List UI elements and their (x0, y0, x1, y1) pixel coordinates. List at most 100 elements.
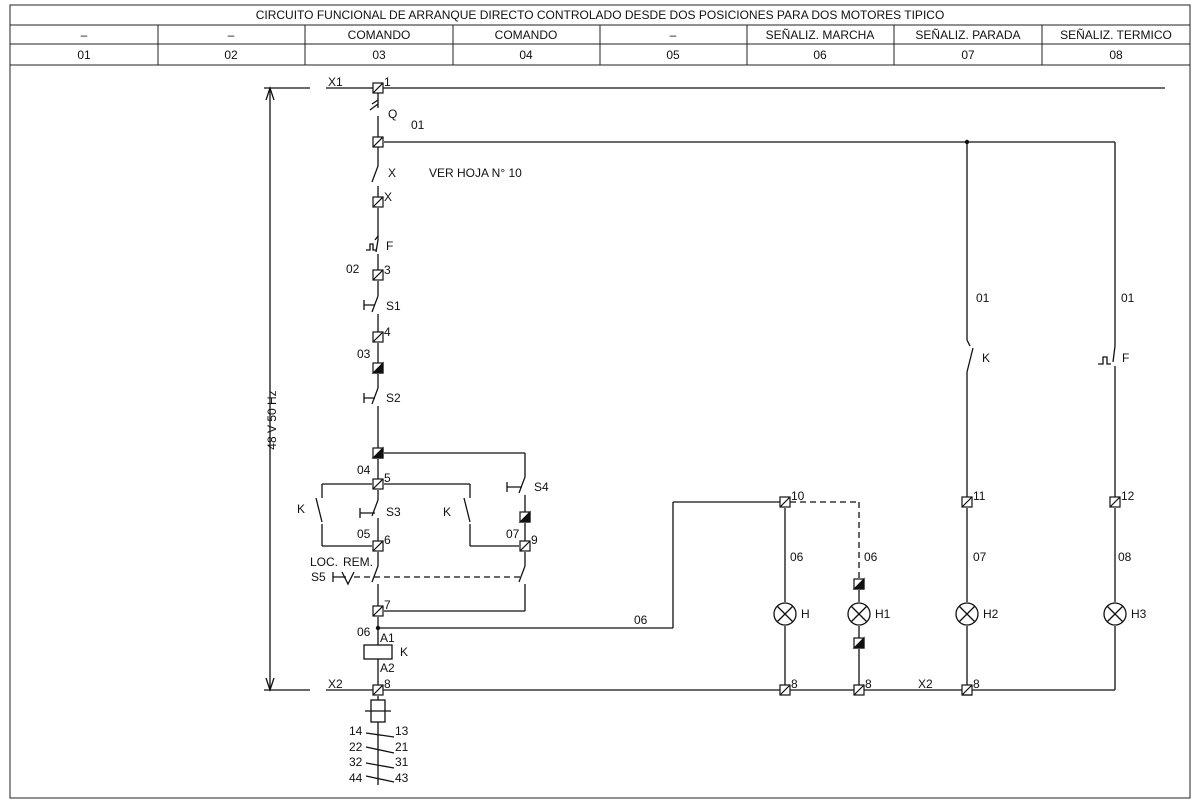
wire-number: 03 (357, 347, 371, 361)
terminal-icon (779, 496, 791, 508)
connector-icon (852, 577, 865, 590)
column-number: 02 (224, 48, 238, 62)
coil-terminal: A2 (380, 661, 395, 675)
selector-label: REM. (343, 555, 373, 569)
contact-number: 21 (395, 740, 409, 754)
wire-number: 05 (357, 527, 371, 541)
lamp-label: H (801, 607, 810, 621)
terminal-blocks (372, 82, 1121, 696)
bus-label: X1 (328, 75, 343, 89)
connector-blocks (371, 361, 865, 649)
lamp-h2-icon (955, 602, 979, 626)
terminal-number: 8 (791, 677, 798, 691)
terminal-icon (961, 684, 973, 696)
terminal-number: 3 (384, 263, 391, 277)
component-label: K (443, 505, 451, 519)
terminal-icon (853, 684, 865, 696)
wire-number: 06 (790, 550, 804, 564)
wire-number: 08 (1118, 550, 1132, 564)
column-number: 06 (813, 48, 827, 62)
terminal-icon (961, 496, 973, 508)
terminal-icon (1109, 496, 1121, 508)
drawing-frame (9, 64, 1191, 799)
component-label: S1 (386, 299, 401, 313)
terminal-icon (779, 684, 791, 696)
component-label: S5 (311, 570, 326, 584)
mechanical-links (354, 501, 860, 579)
header-column-numbers: 01 02 03 04 05 06 07 08 (77, 48, 1123, 62)
terminal-icon (372, 82, 384, 94)
terminal-number: 1 (384, 75, 391, 89)
terminal-icon (372, 684, 384, 696)
terminal-number: 8 (973, 677, 980, 691)
terminal-icon (372, 331, 384, 343)
column-label: SEÑALIZ. MARCHA (766, 28, 875, 42)
terminal-number: 5 (384, 471, 391, 485)
wire-number: 01 (976, 291, 990, 305)
auxiliary-contact-numbers: 14 13 22 21 32 31 44 43 (349, 724, 409, 785)
connector-icon (371, 361, 384, 374)
component-label: Q (388, 107, 397, 121)
junction-dots (375, 139, 970, 631)
column-number: 05 (666, 48, 680, 62)
column-label: COMANDO (495, 28, 558, 42)
lamp-h-icon (773, 602, 797, 626)
coil-terminal: A1 (380, 631, 395, 645)
selector-label: LOC. (310, 555, 338, 569)
component-label: F (386, 239, 393, 253)
component-label: X (388, 166, 396, 180)
contact-number: 44 (349, 771, 363, 785)
terminal-icon (372, 196, 384, 208)
contact-number: 32 (349, 755, 363, 769)
terminal-icon (519, 540, 531, 552)
column-label: SEÑALIZ. PARADA (915, 28, 1020, 42)
terminal-icon (372, 605, 384, 617)
voltage-label: 48 V 50 Hz (265, 390, 279, 449)
wire-number: 02 (346, 262, 360, 276)
terminal-number: 6 (384, 533, 391, 547)
terminal-number: 7 (384, 598, 391, 612)
lamp-label: H3 (1131, 607, 1147, 621)
component-labels: X1 X2 X2 Q X X F S1 S2 S3 S4 S5 K K K K … (265, 75, 1147, 691)
terminal-icon (372, 269, 384, 281)
contact-number: 22 (349, 740, 363, 754)
terminal-number: 12 (1121, 489, 1135, 503)
contact-number: 43 (395, 771, 409, 785)
wire-number: 04 (357, 463, 371, 477)
column-label: – (670, 28, 677, 42)
column-number: 07 (961, 48, 975, 62)
s5-selector-icon (332, 571, 355, 586)
terminal-icon (372, 478, 384, 490)
lamp-h3-icon (1103, 602, 1127, 626)
column-label: – (228, 28, 235, 42)
lamp-label: H1 (875, 607, 891, 621)
wire-number: 06 (634, 613, 648, 627)
bus-label: X2 (918, 677, 933, 691)
column-number: 01 (77, 48, 91, 62)
component-label: X (384, 190, 392, 204)
column-label: SEÑALIZ. TERMICO (1060, 28, 1172, 42)
wiring (264, 85, 1165, 785)
signal-lamps (773, 602, 1127, 626)
component-label: S3 (386, 505, 401, 519)
contact-number: 31 (395, 755, 409, 769)
terminal-number: 9 (531, 533, 538, 547)
reference-note: VER HOJA N° 10 (429, 166, 522, 180)
column-label: – (81, 28, 88, 42)
component-label: S4 (534, 480, 549, 494)
wire-numbers: 01 01 01 02 03 04 05 06 06 06 06 07 07 0… (346, 118, 1135, 639)
contact-number: 14 (349, 724, 363, 738)
header-column-labels: – – COMANDO COMANDO – SEÑALIZ. MARCHA SE… (81, 28, 1172, 42)
wire-number: 06 (864, 550, 878, 564)
wire-number: 01 (1121, 291, 1135, 305)
wire-number: 06 (357, 625, 371, 639)
terminal-numbers: 1 3 4 5 6 7 8 9 10 11 12 8 8 8 (384, 75, 1135, 691)
lamp-h1-icon (847, 602, 871, 626)
terminal-number: 10 (791, 489, 805, 503)
column-label: COMANDO (348, 28, 411, 42)
component-label: K (982, 351, 990, 365)
wire-number: 07 (506, 527, 520, 541)
column-number: 08 (1109, 48, 1123, 62)
